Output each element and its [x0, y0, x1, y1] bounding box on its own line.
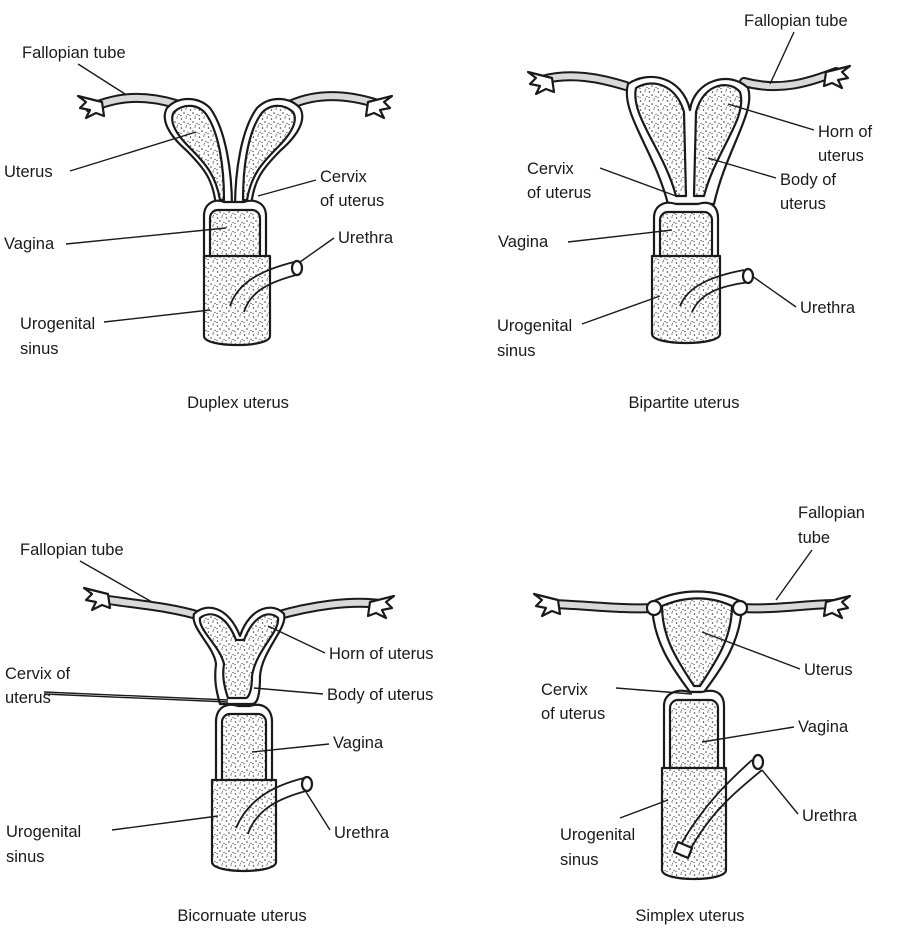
label-urogenital-line2: sinus [497, 342, 536, 360]
fallopian-tube-left [528, 72, 626, 94]
label-vagina: Vagina [4, 235, 55, 253]
label-urogenital-line1: Urogenital [6, 823, 81, 841]
leader-cervix [44, 692, 228, 702]
label-uterus: Uterus [4, 163, 53, 181]
label-horn: Horn of uterus [329, 645, 434, 663]
leader-urethra [752, 276, 796, 307]
label-urogenital-line2: sinus [6, 848, 45, 866]
urethra-opening [743, 269, 753, 283]
label-vagina: Vagina [498, 233, 549, 251]
vagina-lumen [222, 714, 266, 790]
vagina-lumen [670, 700, 718, 776]
leader-uterus [70, 132, 196, 171]
leader-vagina [66, 228, 226, 244]
label-fallopian-tube: Fallopian tube [20, 541, 124, 559]
caption-bicornuate: Bicornuate uterus [177, 907, 306, 925]
fallopian-tube-left [534, 594, 656, 616]
leader-urogenital [582, 296, 660, 324]
label-cervix-line2: of uterus [320, 192, 384, 210]
caption-bipartite: Bipartite uterus [629, 394, 740, 412]
leader-fallopian-tube [770, 32, 794, 84]
leader-body [254, 688, 323, 694]
urethra-opening [753, 755, 763, 769]
leader-urethra [306, 792, 330, 830]
label-urogenital-line1: Urogenital [497, 317, 572, 335]
caption-simplex: Simplex uterus [635, 907, 744, 925]
label-body: Body of uterus [327, 686, 433, 704]
label-fallopian-tube: Fallopian tube [744, 12, 848, 30]
leader-cervix [258, 180, 316, 196]
utero-tubal-junction-left [647, 601, 661, 615]
leader-urethra [300, 238, 334, 262]
fallopian-tube-left [78, 96, 176, 118]
label-urogenital-line1: Urogenital [20, 315, 95, 333]
urogenital-sinus [652, 256, 720, 343]
fallopian-tube-right [292, 96, 392, 118]
urethra-opening [302, 777, 312, 791]
leader-urogenital [112, 816, 218, 830]
leader-urogenital [620, 800, 668, 818]
urogenital-sinus [204, 256, 270, 345]
label-cervix-line1: Cervix of [5, 665, 71, 683]
label-vagina: Vagina [798, 718, 849, 736]
fallopian-tube-right [744, 66, 850, 88]
leader-fallopian-tube [776, 550, 812, 600]
label-fallopian-line1: Fallopian [798, 504, 865, 522]
label-urethra: Urethra [800, 299, 856, 317]
label-vagina: Vagina [333, 734, 384, 752]
label-body-line2: uterus [780, 195, 826, 213]
label-fallopian-line2: tube [798, 529, 830, 547]
urethra-opening [292, 261, 302, 275]
label-cervix-line1: Cervix [527, 160, 575, 178]
label-urethra: Urethra [334, 824, 390, 842]
leader-urethra [762, 770, 798, 814]
label-horn-line1: Horn of [818, 123, 873, 141]
fallopian-tube-right [740, 596, 850, 618]
leader-horn [268, 626, 325, 653]
caption-duplex: Duplex uterus [187, 394, 289, 412]
label-horn-line2: uterus [818, 147, 864, 165]
fallopian-tube-left [84, 588, 200, 616]
uterus-lumen [662, 599, 732, 687]
label-urethra: Urethra [802, 807, 858, 825]
label-fallopian-tube: Fallopian tube [22, 44, 126, 62]
label-urethra: Urethra [338, 229, 394, 247]
label-cervix-line1: Cervix [320, 168, 368, 186]
vagina-lumen [660, 212, 712, 262]
label-urogenital-line2: sinus [560, 851, 599, 869]
label-cervix-line2: of uterus [527, 184, 591, 202]
label-uterus: Uterus [804, 661, 853, 679]
leader-urogenital [104, 310, 210, 322]
fallopian-tube-right [276, 596, 394, 618]
label-urogenital-line2: sinus [20, 340, 59, 358]
leader-fallopian-tube [78, 64, 125, 94]
utero-tubal-junction-right [733, 601, 747, 615]
label-urogenital-line1: Urogenital [560, 826, 635, 844]
vagina-lumen [210, 210, 260, 262]
label-cervix-line1: Cervix [541, 681, 589, 699]
label-body-line1: Body of [780, 171, 836, 189]
label-cervix-line2: uterus [5, 689, 51, 707]
panel-duplex [78, 96, 392, 345]
label-cervix-line2: of uterus [541, 705, 605, 723]
